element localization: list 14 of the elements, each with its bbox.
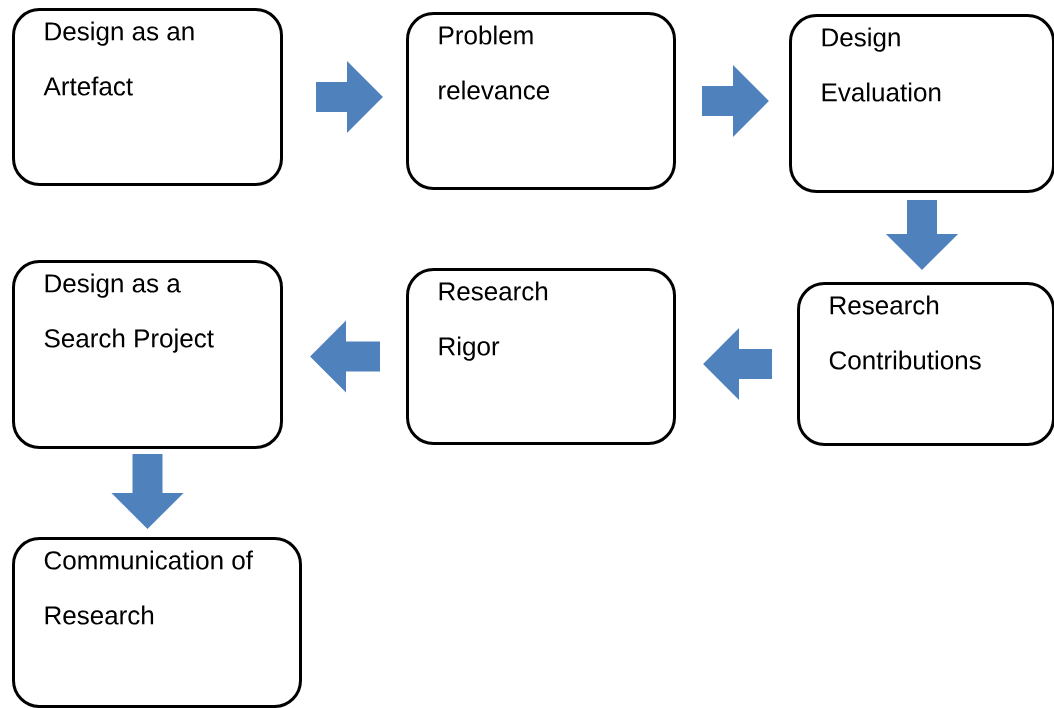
process-box [406,268,676,445]
process-box [12,8,283,186]
box-text: Design as a Search Project [44,273,214,353]
box-text: Design as an Artefact [43,21,194,96]
process-box [406,12,676,190]
box-text: Research Contributions [829,295,981,370]
box-text: Problem relevance [439,25,550,100]
process-box [12,260,283,449]
process-box [789,14,1054,193]
process-box [12,537,302,708]
box-text: Design Evaluation [822,27,941,102]
box-text: Communication of Research [44,550,253,625]
box-text: Research Rigor [439,281,548,361]
process-box [797,282,1054,446]
